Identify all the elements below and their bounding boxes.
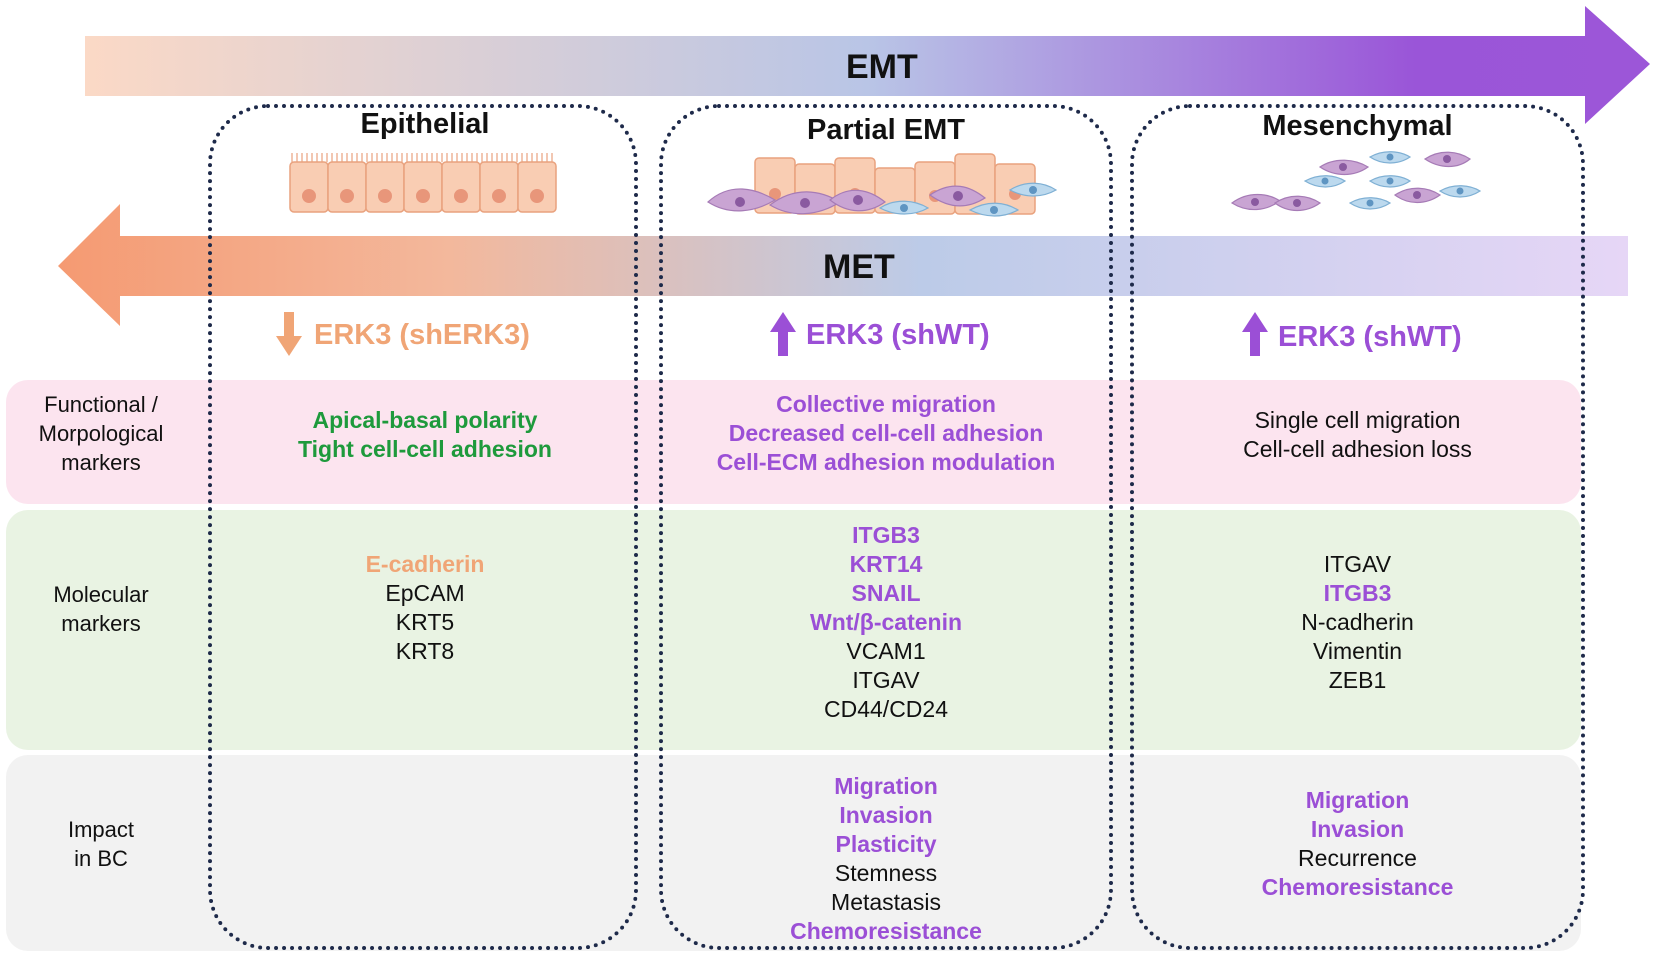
transition-arrows [58,6,1650,326]
partial-emt-column [659,104,1113,950]
partial-emt-impact: Migration Invasion Plasticity Stemness M… [790,773,982,944]
molecular-row-label: Molecular markers [53,582,149,636]
mesenchymal-title: Mesenchymal [1262,110,1453,142]
met-label: MET [823,248,895,286]
mesenchymal-molecular-markers: ITGAV ITGB3 N-cadherin Vimentin ZEB1 [1301,551,1414,693]
mesenchymal-column [1130,104,1585,950]
up-arrow-icon [770,312,796,356]
mesenchymal-erk3-label: ERK3 (shWT) [1278,321,1462,353]
impact-row-band [6,755,1581,951]
emt-arrow [85,6,1650,124]
mesenchymal-cells-illustration [1230,151,1482,212]
epithelial-molecular-markers: E-cadherin EpCAM KRT5 KRT8 [365,551,485,664]
partial-emt-molecular-markers: ITGB3 KRT14 SNAIL Wnt/β-catenin VCAM1 IT… [809,522,963,722]
partial-emt-title: Partial EMT [807,114,965,146]
functional-row-label: Functional / Morpological markers [38,392,164,475]
up-arrow-icon [1242,312,1268,356]
partial-emt-functional-markers: Collective migration Decreased cell-cell… [716,391,1056,475]
impact-row-label: Impact in BC [67,817,135,871]
epithelial-erk3-label: ERK3 (shERK3) [314,319,530,351]
epithelial-column [208,104,638,950]
met-arrow [58,204,1628,326]
emt-label: EMT [846,48,918,86]
molecular-row-band [6,510,1581,750]
epithelial-cells-illustration [289,153,557,213]
partial-emt-erk3-label: ERK3 (shWT) [806,319,990,351]
down-arrow-icon [276,312,302,356]
partial-emt-cells-illustration [707,153,1058,217]
epithelial-title: Epithelial [360,108,490,140]
functional-row-band [6,380,1581,504]
mesenchymal-impact: Migration Invasion Recurrence Chemoresis… [1261,787,1454,900]
mesenchymal-functional-markers: Single cell migration Cell-cell adhesion… [1243,407,1472,462]
epithelial-functional-markers: Apical-basal polarity Tight cell-cell ad… [298,407,552,462]
